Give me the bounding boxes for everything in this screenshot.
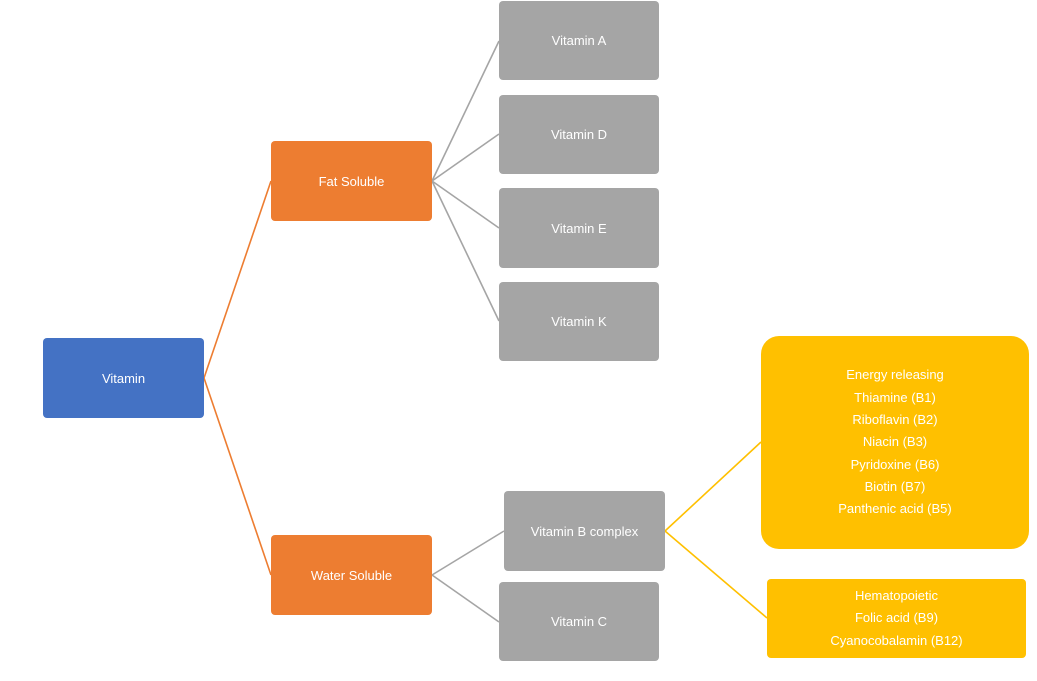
node-label: Vitamin K <box>551 314 607 329</box>
connector-b-hema <box>664 530 768 619</box>
group-item: Riboflavin (B2) <box>852 412 938 428</box>
node-vitamin: Vitamin <box>43 338 204 418</box>
connector-water-b <box>431 530 505 576</box>
node-label: Vitamin A <box>551 33 607 48</box>
node-fat-soluble: Fat Soluble <box>271 141 432 221</box>
connector-fat-d <box>431 133 500 182</box>
group-heading: Energy releasing <box>846 367 944 383</box>
group-item: Pyridoxine (B6) <box>850 456 940 472</box>
node-label: Fat Soluble <box>318 173 385 189</box>
node-vitamin-d: Vitamin D <box>499 95 659 174</box>
group-heading: Hematopoietic <box>854 588 939 604</box>
connector-b-energy <box>664 441 762 532</box>
group-item: Panthenic acid (B5) <box>838 501 952 517</box>
connector-fat-k <box>431 180 500 322</box>
node-label: Vitamin D <box>550 127 608 142</box>
connector-root-fat <box>203 180 272 379</box>
node-label: Vitamin E <box>551 220 607 236</box>
connector-root-water <box>203 377 272 576</box>
node-label: Vitamin <box>101 370 146 386</box>
connector-fat-a <box>431 40 500 182</box>
connector-fat-e <box>431 180 500 229</box>
group-item: Biotin (B7) <box>864 478 926 494</box>
node-label: Water Soluble <box>310 567 393 583</box>
node-vitamin-b-complex: Vitamin B complex <box>504 491 665 571</box>
node-label: Vitamin C <box>550 614 608 629</box>
group-item: Thiamine (B1) <box>854 389 936 405</box>
node-energy-releasing: Energy releasing Thiamine (B1) Riboflavi… <box>761 336 1029 549</box>
connector-water-c <box>431 574 500 623</box>
group-item: Niacin (B3) <box>862 434 928 450</box>
node-vitamin-e: Vitamin E <box>499 188 659 268</box>
group-item: Cyanocobalamin (B12) <box>830 632 963 648</box>
node-vitamin-a: Vitamin A <box>499 1 659 80</box>
node-water-soluble: Water Soluble <box>271 535 432 615</box>
node-hematopoietic: Hematopoietic Folic acid (B9) Cyanocobal… <box>767 579 1026 658</box>
group-item: Folic acid (B9) <box>854 610 939 626</box>
node-vitamin-k: Vitamin K <box>499 282 659 361</box>
node-vitamin-c: Vitamin C <box>499 582 659 661</box>
node-label: Vitamin B complex <box>530 523 639 539</box>
